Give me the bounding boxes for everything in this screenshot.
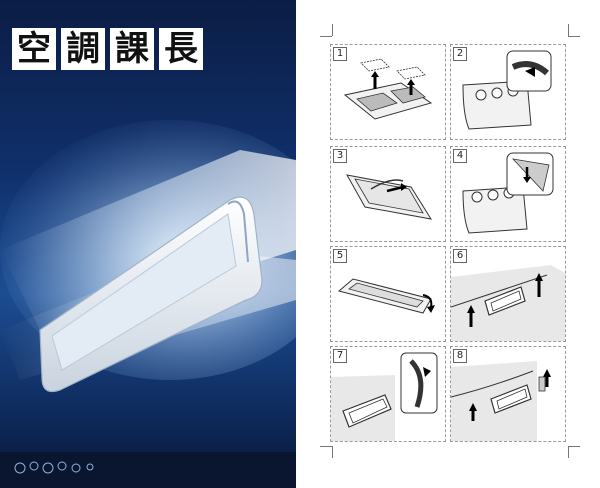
step-number: 6 [453,249,467,263]
step-panel-4: 4 [450,146,566,242]
step-panel-5: 5 [330,246,446,342]
step-panel-3: 3 [330,146,446,242]
clip-release-icon [462,152,554,234]
step-number: 1 [333,47,347,61]
step-panel-2: 2 [450,44,566,140]
hinge-detail-icon [331,352,438,441]
ac-unit-edge [227,200,249,263]
step-panel-1: 1 [330,44,446,140]
step-number: 3 [333,149,347,163]
step-panel-6: 6 [450,246,566,342]
filter-insert-icon [343,58,433,120]
air-conditioner-illustration [0,120,296,488]
attach-cover-icon [451,361,551,441]
clip-detail-icon [462,50,552,130]
crop-mark [320,446,332,447]
step-panel-8: 8 [450,346,566,442]
step-number: 8 [453,349,467,363]
crop-mark [568,446,569,458]
title-char-3: 課 [110,28,154,70]
crop-mark [568,24,569,36]
ac-unit-panel [51,213,237,371]
lift-handle-icon [451,265,565,341]
title-char-4: 長 [159,28,203,70]
step-number: 4 [453,149,467,163]
step-number: 7 [333,349,347,363]
title-char-2: 調 [61,28,105,70]
crop-mark [332,24,333,36]
bubble-decoration [14,461,94,474]
light-beam [0,150,296,330]
step-number: 5 [333,249,347,263]
step-number: 2 [453,47,467,61]
step-panel-7: 7 [330,346,446,442]
crop-mark [332,446,333,458]
crop-mark [320,36,332,37]
page-title: 空 調 課 長 [12,28,203,70]
instruction-sheet: 1 2 3 [296,0,600,488]
floor-strip [0,452,296,488]
product-banner: 空 調 課 長 [0,0,296,488]
crop-mark [568,36,580,37]
title-char-1: 空 [12,28,56,70]
slide-filter-icon [337,278,435,314]
crop-mark [568,446,580,447]
open-cover-icon [346,174,433,220]
